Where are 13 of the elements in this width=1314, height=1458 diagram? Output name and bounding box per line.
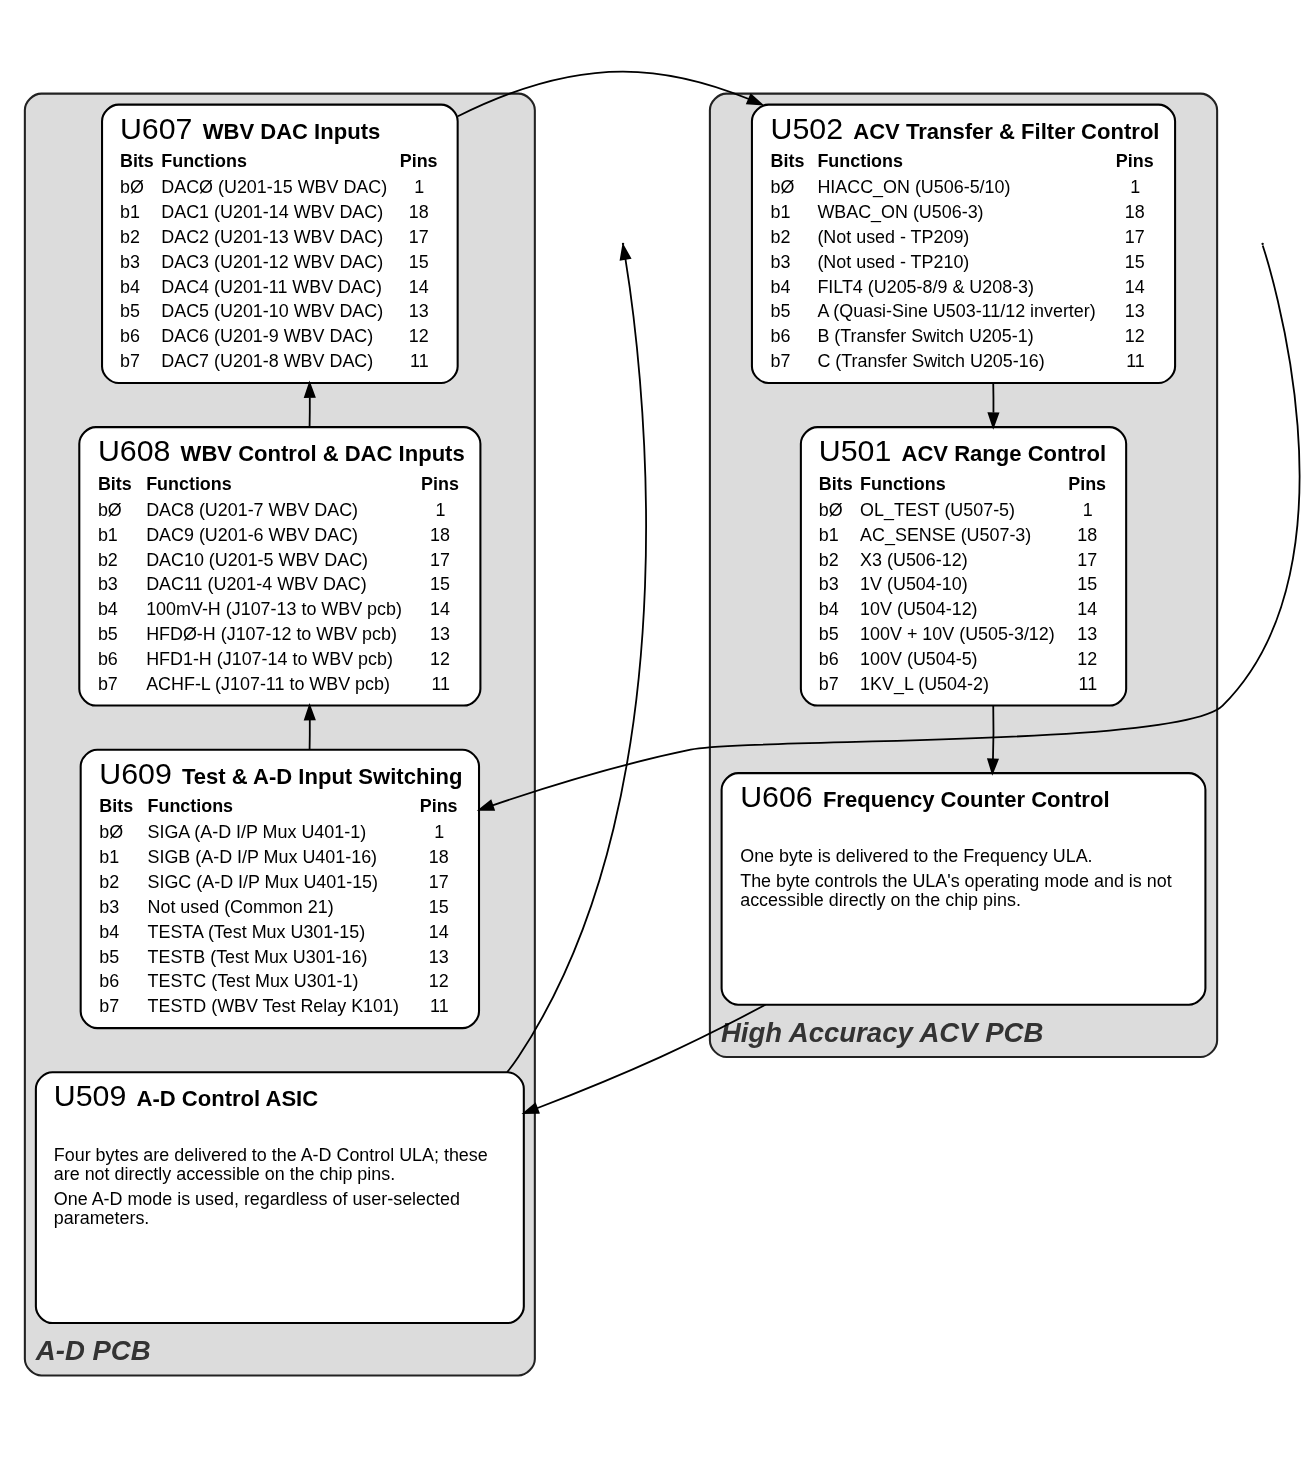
node-box: U509 A-D Control ASIC Four bytes are delivered to the A-D Control ULA; these are not directly accessible on the chip pins. One A-D mode is used, regardless of user-selected parameters. (34, 1071, 525, 1325)
arrow (457, 70, 765, 118)
node-box: U608 WBV Control & DAC Inputs Bits Functions Pins bØ DAC8 (U201-7 WBV DAC) 1 b1 DAC9 (U201-6 WBV DAC) 18 b2 DAC10 (U201-5 WBV DAC) 17 b3 DAC11 (U201-4 WBV DAC) 15 b4 100mV-H (J107-13 to WBV pcb) 14 b5 HFDØ-H (J107-12 to WBV pcb) 13 b6 HFD1-H (J107-14 to WBV pcb) 12 b7 ACHF-L (J107-11 to WBV pcb) 11 (78, 426, 482, 707)
node-box: U609 Test & A-D Input Switching Bits Functions Pins bØ SIGA (A-D I/P Mux U401-1) 1 b1 SIGB (A-D I/P Mux U401-16) 18 b2 SIGC (A-D I/P Mux U401-15) 17 b3 Not used (Common 21) 15 b4 TESTA (Test Mux U301-15) 14 b5 TESTB (Test Mux U301-16) 13 b6 TESTC (Test Mux U301-1) 12 b7 TESTD (WBV Test Relay K101) 11 (79, 748, 481, 1030)
arrow (303, 702, 316, 751)
arrow (986, 704, 1000, 776)
node-box: U501 ACV Range Control Bits Functions Pins bØ OL_TEST (U507-5) 1 b1 AC_SENSE (U507-3) 18 b2 X3 (U506-12) 17 b3 1V (U504-10) 15 b4 10V (U504-12) 14 b5 100V + 10V (U505-3/12) 13 b6 100V (U504-5) 12 b7 1KV_L (U504-2) 11 (799, 426, 1128, 707)
node-box: U606 Frequency Counter Control One byte is delivered to the Frequency ULA. The byte controls the ULA's operating mode and is not accessible directly on the chip pins. (720, 772, 1207, 1006)
node-box: U502 ACV Transfer & Filter Control Bits Functions Pins bØ HIACC_ON (U506-5/10) 1 b1 WBAC_ON (U506-3) 18 b2 (Not used - TP209) 17 b3 (Not used - TP210) 15 b4 FILT4 (U205-8/9 & U208-3) 14 b5 A (Quasi-Sine U503-11/12 inverter) 13 b6 B (Transfer Switch U205-1) 12 b7 C (Transfer Switch U205-16) 11 (750, 103, 1177, 385)
arrow (303, 380, 316, 428)
arrow (521, 1003, 767, 1115)
arrow (987, 382, 1000, 430)
node-box: U607 WBV DAC Inputs Bits Functions Pins bØ DACØ (U201-15 WBV DAC) 1 b1 DAC1 (U201-14 WBV DAC) 18 b2 DAC2 (U201-13 WBV DAC) 17 b3 DAC3 (U201-12 WBV DAC) 15 b4 DAC4 (U201-11 WBV DAC) 14 b5 DAC5 (U201-10 WBV DAC) 13 b6 DAC6 (U201-9 WBV DAC) 12 b7 DAC7 (U201-8 WBV DAC) 11 (101, 103, 459, 385)
